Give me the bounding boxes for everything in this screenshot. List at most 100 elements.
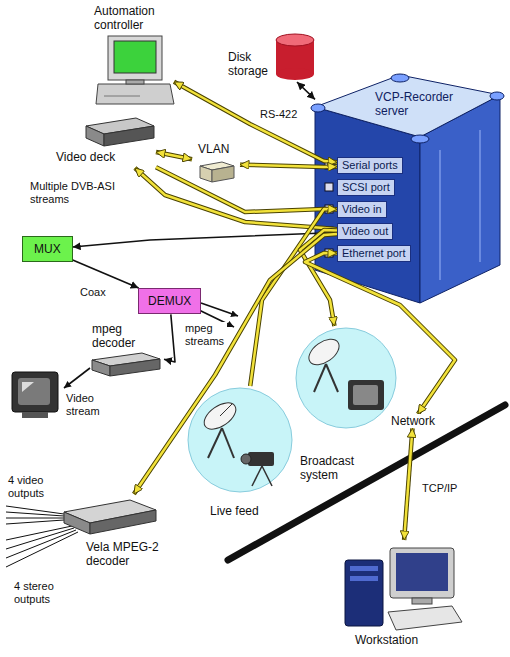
edge-label-holder: Coax [78,282,108,300]
stereo-output-line [6,530,76,558]
node-text: mpeg decoder [92,322,152,351]
dish-feed [220,404,232,416]
signal-label: 4 stereo outputs [14,580,66,606]
connector-group [156,152,192,159]
vlan-icon [200,162,234,182]
node-text: Ethernet port [342,247,406,260]
label-holder: 4 stereo outputs [14,580,66,606]
live-feed-icon [188,388,292,492]
connector-group [240,165,337,167]
node-text: Video in [342,203,382,216]
tv-cabinet [12,372,58,412]
tv-screen [18,378,50,405]
port-box: Serial ports [337,157,403,174]
node-text: SCSI port [342,181,390,194]
vlan-front [200,166,212,182]
stereo-output-line [6,532,78,567]
node-text: Vela MPEG-2 decoder [86,540,164,569]
port-box: Video out [337,223,393,240]
video-output-line [6,520,64,524]
port-socket [325,183,333,191]
signal-label: Video stream [66,392,112,418]
node-text: VLAN [198,142,246,156]
edge-label: Multiple DVB-ASI streams [28,180,128,206]
edge-label-holder: mpeg streams [183,322,227,349]
mux-box: MUX [22,236,73,262]
ws-stand [412,598,432,604]
node-text: MUX [34,242,61,256]
broadcast-icon [296,328,396,428]
port-box: SCSI port [337,179,395,196]
node-text: Automation controller [94,4,174,33]
monitor-stand [126,80,144,84]
tv-cabinet [348,380,384,410]
port-box: Video in [337,201,387,218]
node-text: Live feed [210,504,320,518]
connector-group [73,260,139,288]
cube-ridge [479,130,481,262]
deck-front [86,126,104,146]
server-node: VCP-Recorder serverSerial portsSCSI port… [315,75,505,307]
stereo-output-line [6,526,72,540]
broadcast-node: Broadcast system [292,326,404,486]
disk-top [276,34,314,46]
mpeg-decoder-icon [92,353,160,376]
tv-stand [22,412,48,418]
cube-knob [411,135,429,143]
cube-ridge [439,150,441,280]
keyboard [388,606,462,630]
connector [240,165,337,167]
connector [156,152,192,159]
monitor-body [108,36,162,80]
video-stream-arrow [64,368,90,388]
tv-icon [12,372,58,418]
monitor-screen [114,41,156,73]
server-cube [311,74,504,303]
satellite-dish [304,334,343,370]
tripod-leg [314,364,326,392]
connector [404,428,412,540]
connector-casing [174,82,337,163]
satellite-dish [200,397,241,434]
node-text: Serial ports [342,159,398,172]
tripod-leg [262,466,272,486]
connector-group [305,253,455,414]
node-text: Workstation [355,633,485,647]
tripod-leg [326,364,338,392]
decoder-front [92,360,110,376]
mpeg-decoder-node: mpeg decoder [88,322,164,378]
live-feed-node: Live feed [186,386,296,520]
demux-box: DEMUX [138,288,201,314]
cpu-base [96,84,174,104]
connector-casing [156,167,337,212]
connector-group [164,314,175,362]
edge-label-holder: Multiple DVB-ASI streams [28,180,128,207]
decoder-side [110,359,160,376]
connector [73,260,139,288]
tripod-leg [208,428,222,458]
tv-glare [22,382,34,392]
cube-knob [311,104,325,112]
connector-casing [305,253,455,414]
vela-decoder-node: Vela MPEG-2 decoder [56,494,160,570]
controller-icon [96,36,174,104]
node-text: Video deck [56,150,156,164]
camera-body [248,452,274,466]
edge-label: mpeg streams [183,322,227,348]
workstation-icon [345,548,462,630]
video-deck-icon [86,118,154,146]
label-holder: Video stream [66,392,112,418]
connector-group [297,82,315,99]
node-text: DEMUX [148,294,191,308]
connector-group [156,167,337,212]
camera-lens [241,454,251,464]
live-feed-circle [188,388,292,492]
node-text: VCP-Recorder server [375,90,467,119]
node-text: Broadcast system [300,454,374,483]
node-text: Video out [342,225,388,238]
network-node: Network [388,414,438,428]
tower-bay [350,576,378,581]
connector-group [174,82,337,163]
cube-knob [391,74,409,82]
video-deck-node: Video deck [56,116,156,168]
